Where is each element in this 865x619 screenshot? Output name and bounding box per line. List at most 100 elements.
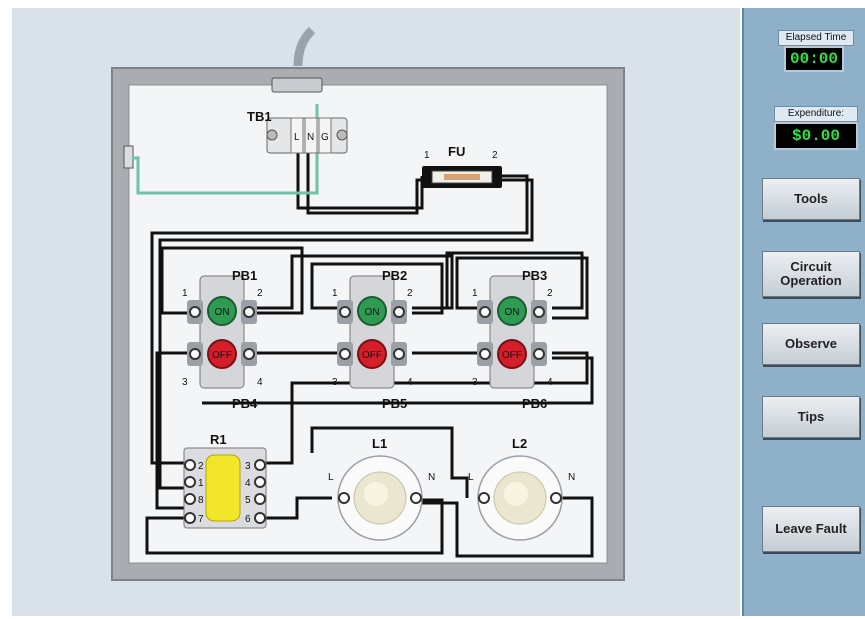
- on-button-label: ON: [505, 307, 520, 318]
- lamp-terminal-l-label: L: [328, 472, 334, 483]
- lamp-label: L2: [512, 436, 527, 451]
- tb1-terminal-g: G: [321, 132, 329, 143]
- lamp-label: L1: [372, 436, 387, 451]
- terminal-number-1: 1: [472, 288, 478, 299]
- expenditure-label: Expenditure:: [774, 106, 858, 122]
- relay-label: R1: [210, 432, 227, 447]
- lamp-2[interactable]: L2L N: [468, 436, 575, 541]
- on-button-label: ON: [365, 307, 380, 318]
- pushbutton-terminal-2[interactable]: [533, 306, 545, 318]
- lamp-1[interactable]: L1L N: [328, 436, 435, 541]
- on-button-3[interactable]: [497, 296, 527, 326]
- relay-terminal-number: 1: [198, 478, 204, 489]
- lamp-bulb-highlight: [364, 482, 388, 506]
- relay-terminal-8[interactable]: [184, 493, 196, 505]
- tb1-terminal-l: L: [294, 132, 300, 143]
- relay-terminal-7[interactable]: [184, 512, 196, 524]
- relay-terminal-number: 4: [245, 478, 251, 489]
- pushbutton-bottom-label: PB5: [382, 396, 407, 411]
- lamp-terminal-n-label: N: [568, 472, 575, 483]
- relay-r1[interactable]: R1: [183, 432, 267, 529]
- pushbutton-terminal-1[interactable]: [339, 306, 351, 318]
- pushbutton-bottom-label: PB6: [522, 396, 547, 411]
- pushbutton-terminal-4[interactable]: [533, 348, 545, 360]
- relay-terminal-number: 5: [245, 495, 251, 506]
- terminal-block-tb1[interactable]: TB1 L N G: [247, 77, 348, 154]
- terminal-number-3: 3: [182, 377, 188, 388]
- pushbutton-terminal-3[interactable]: [339, 348, 351, 360]
- terminal-number-2: 2: [547, 288, 553, 299]
- elapsed-time-display: 00:00: [784, 46, 844, 72]
- pushbutton-body: [349, 275, 395, 389]
- fuse-terminal-1: 1: [424, 150, 430, 161]
- on-button-label: ON: [215, 307, 230, 318]
- terminal-number-1: 1: [182, 288, 188, 299]
- relay-terminal-number: 7: [198, 514, 204, 525]
- off-button-label: OFF: [502, 350, 522, 361]
- on-button-1[interactable]: [207, 296, 237, 326]
- fuse-fu[interactable]: FU 1 2: [422, 144, 502, 188]
- lamp-terminal-l-label: L: [468, 472, 474, 483]
- lamp-terminal-n-label: N: [428, 472, 435, 483]
- relay-terminal-2[interactable]: [184, 459, 196, 471]
- terminal-number-4: 4: [547, 377, 553, 388]
- pushbutton-terminal-4[interactable]: [393, 348, 405, 360]
- relay-terminal-6[interactable]: [254, 512, 266, 524]
- tb1-terminal-n: N: [307, 132, 314, 143]
- terminal-number-3: 3: [332, 377, 338, 388]
- fuse-terminal-2: 2: [492, 150, 498, 161]
- pushbutton-terminal-2[interactable]: [393, 306, 405, 318]
- lamp-terminal-l[interactable]: [478, 492, 490, 504]
- relay-terminal-4[interactable]: [254, 476, 266, 488]
- pushbutton-terminal-4[interactable]: [243, 348, 255, 360]
- off-button-2[interactable]: [357, 339, 387, 369]
- observe-button[interactable]: Observe: [762, 323, 860, 365]
- pushbutton-terminal-3[interactable]: [479, 348, 491, 360]
- pushbutton-body: [199, 275, 245, 389]
- terminal-number-4: 4: [257, 377, 263, 388]
- pushbutton-top-label: PB3: [522, 268, 547, 283]
- tips-button[interactable]: Tips: [762, 396, 860, 438]
- relay-terminal-1[interactable]: [184, 476, 196, 488]
- lamp-bulb-highlight: [504, 482, 528, 506]
- pushbutton-terminal-2[interactable]: [243, 306, 255, 318]
- on-button-2[interactable]: [357, 296, 387, 326]
- pushbutton-terminal-1[interactable]: [479, 306, 491, 318]
- ground-lug[interactable]: [123, 145, 134, 169]
- pushbutton-top-label: PB2: [382, 268, 407, 283]
- fuse-label: FU: [448, 144, 465, 159]
- relay-terminal-number: 2: [198, 461, 204, 472]
- terminal-number-2: 2: [407, 288, 413, 299]
- lamp-terminal-n[interactable]: [410, 492, 422, 504]
- lamp-terminal-l[interactable]: [338, 492, 350, 504]
- tb1-label: TB1: [247, 109, 272, 124]
- lamp-terminal-n[interactable]: [550, 492, 562, 504]
- relay-terminal-3[interactable]: [254, 459, 266, 471]
- tools-button[interactable]: Tools: [762, 178, 860, 220]
- sidebar: Elapsed Time 00:00 Expenditure: $0.00 To…: [742, 8, 865, 616]
- expenditure-display: $0.00: [774, 122, 858, 150]
- pushbutton-terminal-1[interactable]: [189, 306, 201, 318]
- terminal-number-1: 1: [332, 288, 338, 299]
- lamps: L1L N L2L N: [328, 436, 575, 541]
- off-button-label: OFF: [212, 350, 232, 361]
- relay-terminal-5[interactable]: [254, 493, 266, 505]
- wiring: [145, 150, 594, 558]
- supply-cable: [293, 26, 316, 67]
- circuit-operation-button[interactable]: Circuit Operation: [762, 251, 860, 297]
- elapsed-time-label: Elapsed Time: [778, 30, 854, 46]
- pushbutton-terminal-3[interactable]: [189, 348, 201, 360]
- off-button-1[interactable]: [207, 339, 237, 369]
- terminal-number-2: 2: [257, 288, 263, 299]
- ground-wire: [132, 104, 319, 195]
- off-button-3[interactable]: [497, 339, 527, 369]
- leave-fault-button[interactable]: Leave Fault: [762, 506, 860, 552]
